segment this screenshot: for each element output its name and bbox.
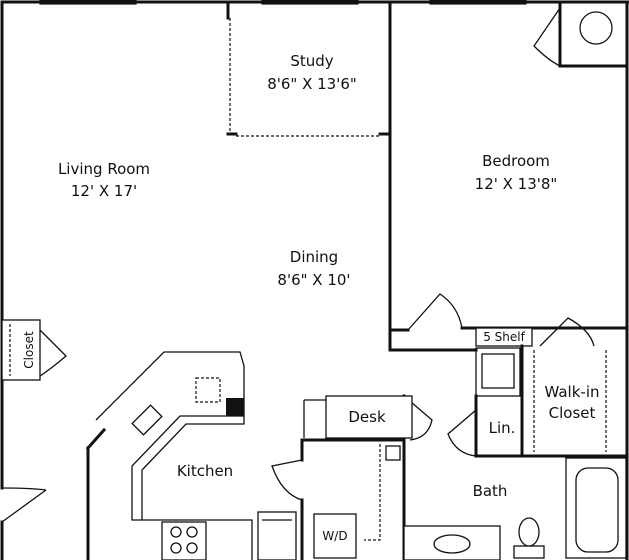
burner-4 <box>186 542 198 554</box>
bathtub-inner <box>575 467 619 553</box>
walkin-label-line2: Closet <box>549 404 596 422</box>
small-cabinet-inner <box>481 353 515 389</box>
sink <box>433 534 471 554</box>
study-dims: 8'6" X 13'6" <box>267 75 357 93</box>
closet-label: Closet <box>22 331 36 369</box>
pendant-light <box>195 377 221 403</box>
entry-door <box>1 487 47 523</box>
bath-door <box>403 395 433 441</box>
shelf-label: 5 Shelf <box>483 330 525 344</box>
laundry-shelf <box>364 444 381 541</box>
linen-label: Lin. <box>489 419 516 437</box>
study-label: Study <box>290 52 333 70</box>
water-heater <box>579 11 613 45</box>
laundry-door <box>271 459 303 501</box>
closet-door <box>39 329 67 377</box>
bath-upper-wall <box>388 328 478 352</box>
stove <box>161 521 207 560</box>
living-room-label: Living Room <box>58 160 150 178</box>
wd-label: W/D <box>322 529 347 543</box>
bedroom-door <box>407 293 463 331</box>
column <box>226 398 244 416</box>
dining-label: Dining <box>290 248 338 266</box>
bath-label: Bath <box>473 482 508 500</box>
dining-dims: 8'6" X 10' <box>277 271 350 289</box>
bedroom-label: Bedroom <box>482 152 550 170</box>
bedroom-dims: 12' X 13'8" <box>475 175 558 193</box>
desk-back <box>303 399 326 438</box>
toilet-bowl <box>518 517 540 547</box>
living-room-dims: 12' X 17' <box>71 182 137 200</box>
burner-3 <box>170 542 182 554</box>
refrigerator <box>257 511 297 560</box>
kitchen-wall-left <box>85 427 107 451</box>
kitchen-island-edge <box>141 416 245 520</box>
coat-closet <box>1 319 41 381</box>
desk-label: Desk <box>348 408 386 426</box>
walkin-label-line1: Walk-in <box>544 383 599 401</box>
kitchen-label: Kitchen <box>177 462 233 480</box>
burner-1 <box>170 526 182 538</box>
toilet-tank <box>513 545 545 559</box>
burner-2 <box>186 526 198 538</box>
linen-door <box>447 409 477 457</box>
kitchen-sink <box>131 404 163 436</box>
kitchen-island <box>95 351 253 560</box>
washer-dryer <box>313 513 357 559</box>
desk-counter <box>325 395 413 439</box>
shelf-box <box>475 327 533 347</box>
water-tank <box>385 445 401 461</box>
walkin-door <box>539 317 595 347</box>
mech-closet-door <box>533 7 561 67</box>
